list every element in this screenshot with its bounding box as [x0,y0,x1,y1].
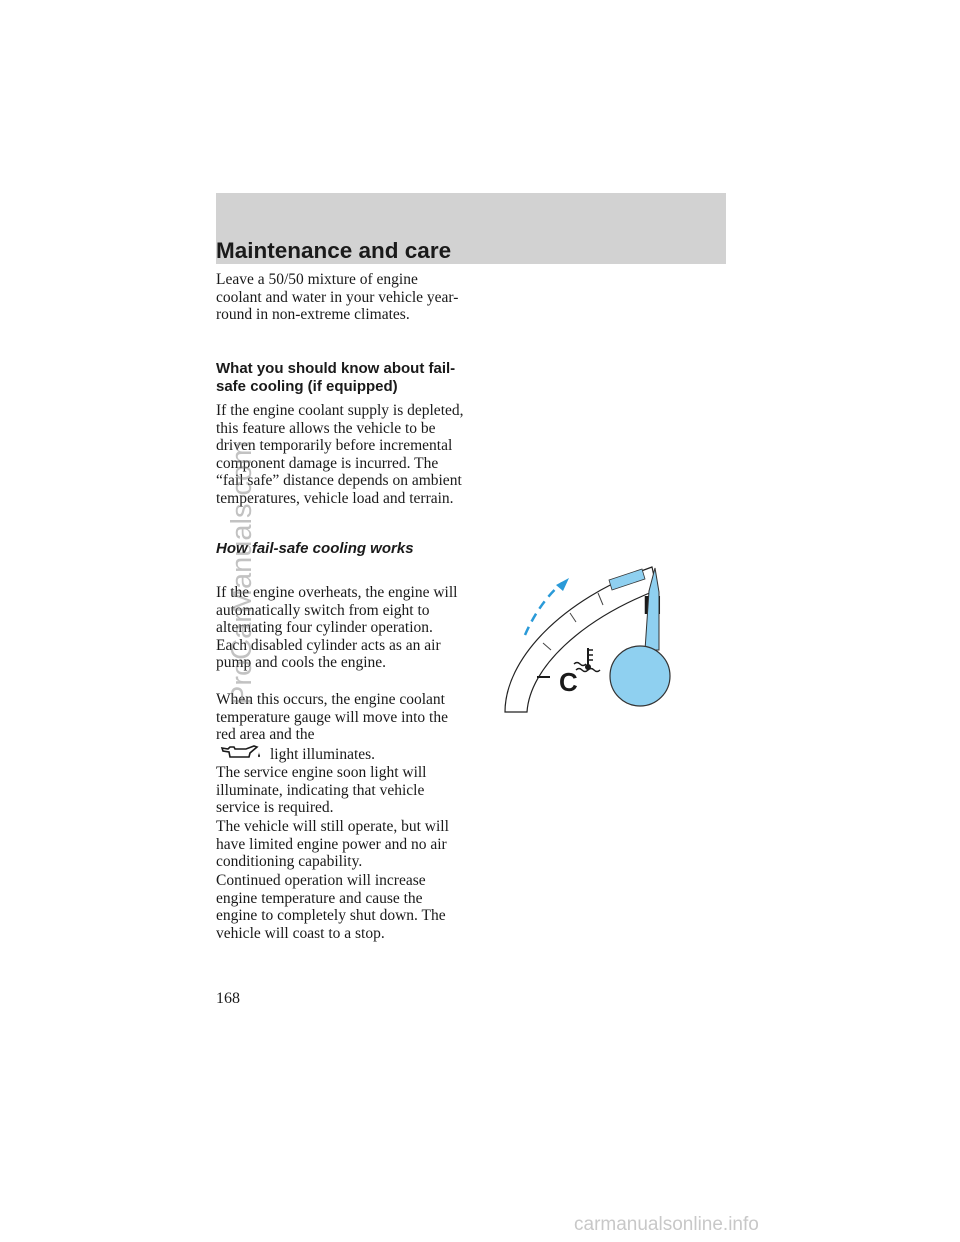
section-title: Maintenance and care [216,238,452,263]
side-watermark: ProCarManuals.com [226,440,258,705]
paragraph-service-engine: The service engine soon light will illum… [216,764,427,816]
coolant-temperature-gauge: H C [504,566,671,713]
page-number: 168 [216,990,240,1007]
paragraph-light-illuminates: light illuminates. [270,745,376,763]
paragraph-overheats: If the engine overheats, the engine will… [216,584,458,671]
header-band [216,193,726,264]
footer-watermark: carmanualsonline.info [574,1214,759,1235]
paragraph-when-occurs-text: When this occurs, the engine coolant tem… [216,691,448,743]
coolant-temperature-icon [573,648,601,673]
paragraph-coolant-mixture: Leave a 50/50 mixture of engine coolant … [216,271,459,323]
paragraph-still-operate: The vehicle will still operate, but will… [216,818,449,870]
heading-fail-safe-cooling: What you should know about fail-safe coo… [216,360,456,395]
paragraph-continued-operation: Continued operation will increase engine… [216,872,446,942]
gauge-cold-label: C [559,667,578,697]
paragraph-fail-safe-description: If the engine coolant supply is depleted… [216,402,464,507]
oil-can-icon [220,744,264,765]
paragraph-when-occurs: When this occurs, the engine coolant tem… [216,691,466,764]
heading-how-it-works: How fail-safe cooling works [216,540,414,557]
